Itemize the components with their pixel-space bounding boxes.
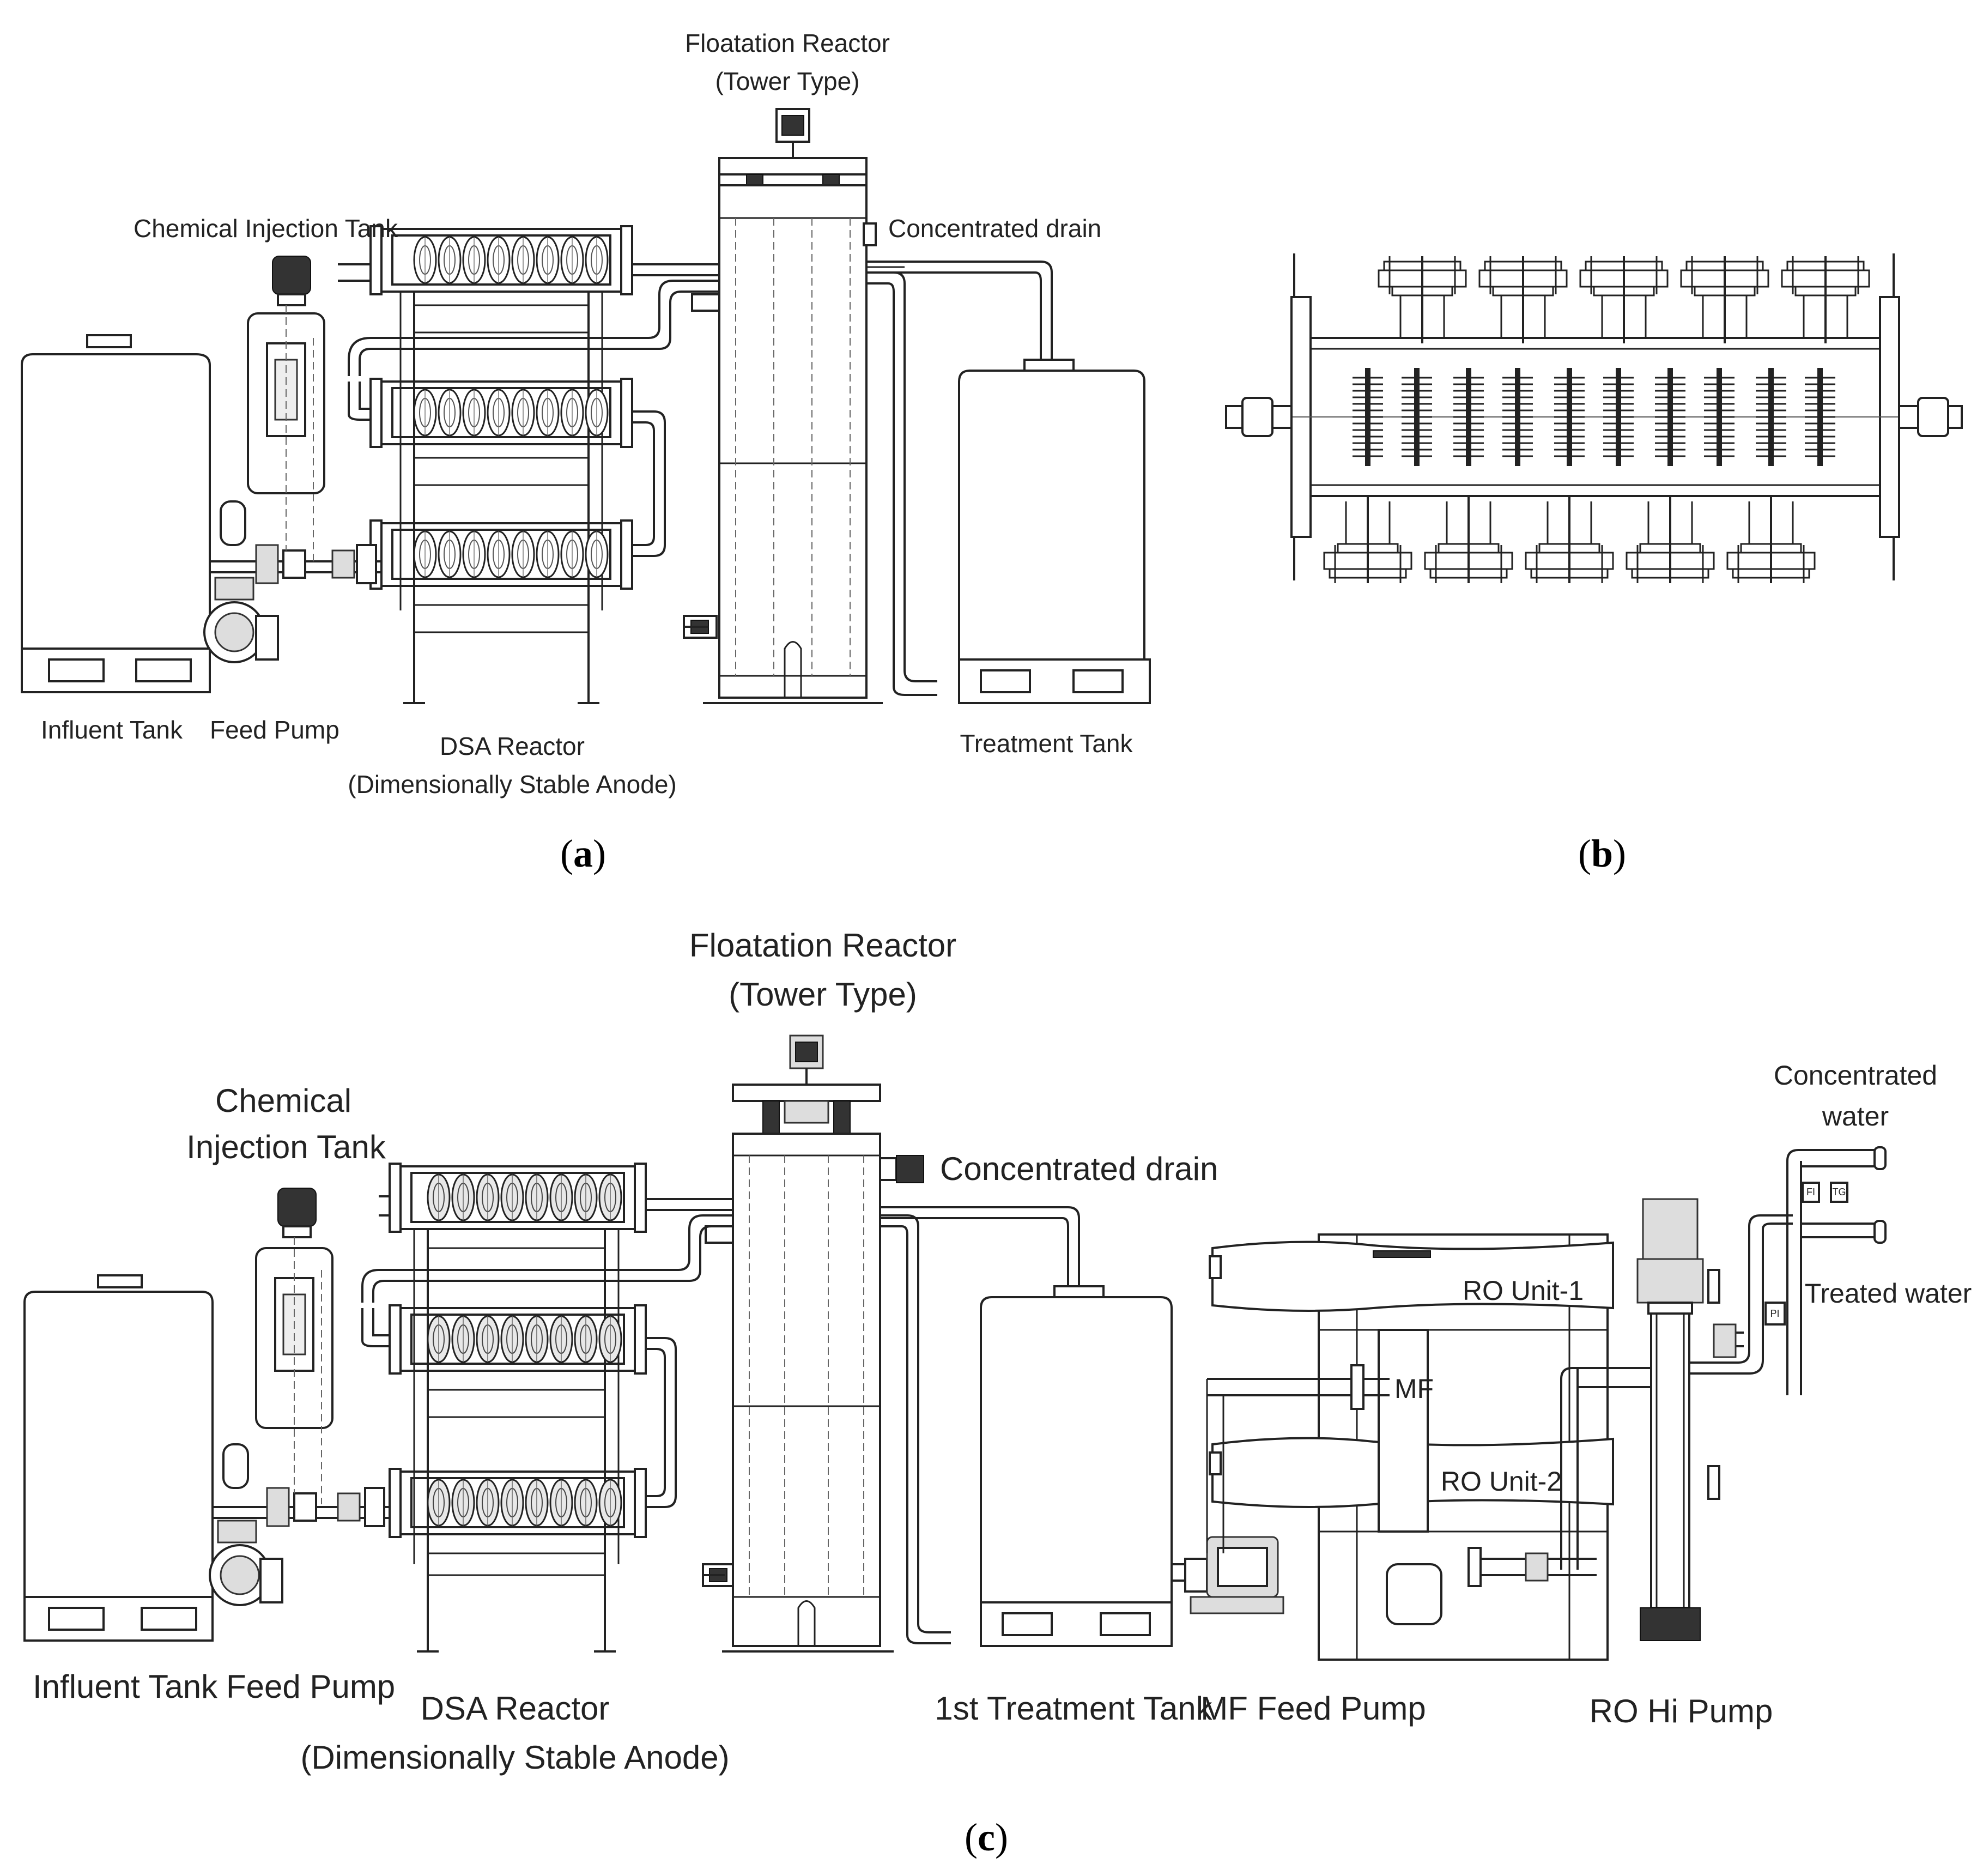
label-concentrated-drain-a: Concentrated drain	[888, 214, 1101, 243]
label-treated-water-c: Treated water	[1805, 1278, 1972, 1309]
label-mf-feed-pump-c: MF Feed Pump	[1200, 1690, 1426, 1727]
label-dsa-reactor-sub-a: (Dimensionally Stable Anode)	[348, 770, 676, 798]
outlet-piping-c	[1689, 1146, 1887, 1395]
ro-skid-c	[1206, 1233, 1662, 1661]
caption-c: (c)	[965, 1816, 1008, 1859]
label-floatation-reactor-c: Floatation Reactor	[689, 927, 956, 964]
panel-a: Floatation Reactor (Tower Type) Chemical…	[21, 29, 1151, 875]
label-ro-unit-1-c: RO Unit-1	[1463, 1275, 1584, 1306]
labels-a: Floatation Reactor (Tower Type) Chemical…	[41, 29, 1133, 798]
dsa-reactor-c	[389, 1163, 647, 1653]
influent-tank-c	[23, 1274, 214, 1642]
chemical-injection-tank-c	[255, 1188, 333, 1504]
piping-c	[361, 1195, 1185, 1644]
ro-hi-pump-c	[1636, 1198, 1720, 1641]
labels-c: Floatation Reactor (Tower Type) Chemical…	[33, 927, 1972, 1776]
floatation-reactor-a	[683, 108, 883, 704]
piping-a	[338, 261, 1053, 696]
label-feed-pump-a: Feed Pump	[210, 716, 339, 744]
label-chemical-injection-line1-c: Chemical	[215, 1082, 351, 1119]
label-feed-pump-c: Feed Pump	[226, 1668, 395, 1705]
first-treatment-tank-c	[980, 1285, 1173, 1647]
label-floatation-reactor-a: Floatation Reactor	[685, 29, 890, 57]
label-tg-tag-c: TG	[1833, 1187, 1846, 1197]
dsa-reactor-a	[369, 225, 633, 704]
label-concentrated-water-line2-c: water	[1822, 1101, 1889, 1131]
panel-c: Floatation Reactor (Tower Type) Chemical…	[23, 927, 1972, 1859]
panel-b: (b)	[1225, 253, 1963, 875]
mf-feed-pump-c	[1184, 1536, 1284, 1614]
label-fi-tag-c: FI	[1806, 1187, 1815, 1197]
label-chemical-injection-line2-c: Injection Tank	[186, 1129, 386, 1165]
caption-a: (a)	[560, 832, 606, 875]
label-dsa-reactor-c: DSA Reactor	[421, 1690, 610, 1727]
label-pi-tag-c: PI	[1770, 1308, 1779, 1319]
chemical-injection-tank-a	[247, 256, 325, 561]
label-floatation-reactor-sub-c: (Tower Type)	[729, 976, 917, 1013]
label-treatment-tank-a: Treatment Tank	[960, 729, 1133, 758]
floatation-reactor-c	[702, 1034, 924, 1653]
label-dsa-reactor-a: DSA Reactor	[440, 732, 585, 760]
label-ro-unit-2-c: RO Unit-2	[1441, 1466, 1562, 1497]
label-mf-c: MF	[1394, 1373, 1434, 1404]
label-concentrated-drain-c: Concentrated drain	[940, 1151, 1218, 1187]
label-influent-tank-c: Influent Tank	[33, 1668, 218, 1705]
feed-pump-c	[209, 1443, 390, 1606]
label-concentrated-water-line1-c: Concentrated	[1774, 1060, 1937, 1091]
label-chemical-injection-tank-a: Chemical Injection Tank	[134, 214, 398, 243]
feed-pump-a	[203, 500, 381, 663]
label-ro-hi-pump-c: RO Hi Pump	[1590, 1693, 1773, 1729]
treatment-tank-a	[958, 359, 1151, 704]
influent-tank-a	[21, 334, 211, 693]
label-influent-tank-a: Influent Tank	[41, 716, 183, 744]
label-dsa-reactor-sub-c: (Dimensionally Stable Anode)	[300, 1739, 729, 1776]
caption-b: (b)	[1578, 832, 1626, 875]
label-first-treatment-tank-c: 1st Treatment Tank	[935, 1690, 1212, 1727]
label-floatation-reactor-sub-a: (Tower Type)	[715, 67, 859, 95]
